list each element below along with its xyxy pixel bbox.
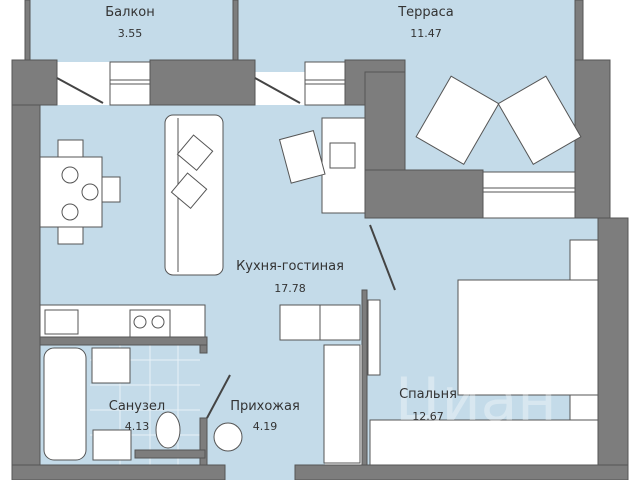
bathroom-top-wall <box>39 336 208 346</box>
top-wall-mid <box>149 59 256 106</box>
balcony-floor <box>30 0 235 62</box>
bottom-wall-right <box>294 464 629 480</box>
nightstand <box>569 239 599 281</box>
office-chair <box>278 129 326 184</box>
tv-stand <box>367 299 381 376</box>
bottom-wall-left <box>11 464 226 480</box>
laptop <box>329 142 356 169</box>
hallway-area: 4.19 <box>253 420 278 433</box>
window-bedroom <box>482 171 576 219</box>
door-bedroom <box>369 224 396 291</box>
bathroom-right-wall <box>199 344 208 354</box>
terrace-area: 11.47 <box>410 27 442 40</box>
sink <box>44 309 79 335</box>
door-terrace <box>254 77 301 104</box>
bedroom-area: 12.67 <box>412 410 444 423</box>
windows <box>109 61 576 219</box>
balcony-name: Балкон <box>105 5 155 20</box>
walls <box>11 0 629 480</box>
bathroom-area: 4.13 <box>125 420 150 433</box>
bathtub <box>43 347 87 461</box>
furniture <box>39 75 599 466</box>
room-labels: Балкон 3.55 Терраса 11.47 Кухня-гостиная… <box>105 5 457 433</box>
hallway-floor <box>205 335 325 480</box>
lounge-chair <box>497 75 582 165</box>
pillow <box>176 134 214 172</box>
top-wall-left <box>11 59 58 106</box>
balcony-left-rail <box>24 0 31 63</box>
bedroom-left-wall <box>361 289 368 466</box>
terrace-bottom-wall-left <box>364 169 484 219</box>
terrace-name: Терраса <box>397 5 454 20</box>
lounge-chair <box>415 75 500 165</box>
bed <box>457 279 599 396</box>
door-bathroom <box>206 374 231 419</box>
outer-right-wall-top <box>574 59 611 219</box>
washing-machine <box>91 347 131 384</box>
balcony-right-rail <box>232 0 239 63</box>
door-balcony <box>56 77 104 104</box>
bathroom-right-wall-lower <box>199 417 208 466</box>
bathroom-inner-wall <box>134 449 206 459</box>
washbasin <box>92 429 132 461</box>
toilet <box>155 411 181 449</box>
kitchen-living-area: 17.78 <box>274 282 306 295</box>
plate <box>61 166 79 184</box>
bathroom-name: Санузел <box>109 399 165 414</box>
outer-left-wall <box>11 59 41 480</box>
balcony-area: 3.55 <box>118 27 143 40</box>
outer-right-wall <box>597 217 629 480</box>
wardrobe-bedroom <box>369 419 599 466</box>
chair <box>57 139 84 158</box>
kitchen-living-name: Кухня-гостиная <box>236 259 344 274</box>
watermark: Циан <box>395 365 557 435</box>
doors <box>56 77 396 419</box>
wardrobe-hall <box>323 344 361 464</box>
bedroom-name: Спальня <box>399 387 457 402</box>
hallway-name: Прихожая <box>230 399 300 414</box>
hallway-rug <box>213 422 243 452</box>
